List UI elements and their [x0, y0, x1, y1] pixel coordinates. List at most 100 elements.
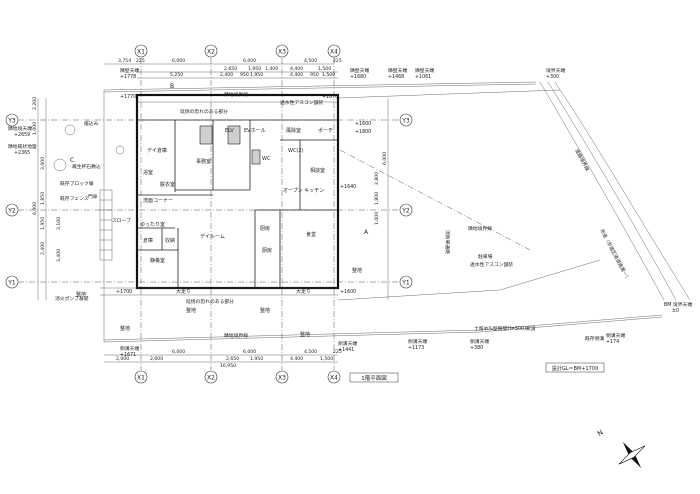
svg-text:2,000: 2,000 [116, 356, 129, 362]
eave-west: 大走り [176, 288, 191, 295]
svg-text:X1: X1 [137, 49, 145, 56]
svg-text:側溝天端: 側溝天端 [408, 338, 427, 345]
svg-text:2,800: 2,800 [374, 172, 380, 185]
grid-bubble-x4-bottom: X4 [327, 370, 341, 384]
svg-text:2,200: 2,200 [32, 97, 38, 110]
note-collapse-top: 延焼の恐れのある部分 [180, 108, 228, 115]
svg-text:3,754: 3,754 [118, 58, 131, 64]
svg-text:4,500: 4,500 [304, 349, 317, 355]
svg-text:+300: +300 [546, 74, 559, 80]
room-kitchen: 厨房 [262, 247, 272, 254]
note-asphalt-right: 透水性アスコン舗装 [470, 261, 513, 268]
note-fire-road: 消防車通路 [444, 230, 451, 254]
svg-text:+1061: +1061 [415, 74, 431, 80]
svg-text:+1700: +1700 [116, 289, 132, 295]
building-outline [53, 93, 340, 296]
grid-bubble-y1-left: Y1 [5, 275, 19, 289]
grid-bubble-x4-top: X4 [327, 44, 341, 58]
room-relax: ゆったり室 [140, 221, 165, 228]
svg-text:2,400: 2,400 [220, 72, 233, 78]
planting-a: 整地 [76, 291, 86, 298]
svg-text:1,500: 1,500 [318, 66, 331, 72]
svg-text:3,100: 3,100 [56, 217, 62, 230]
svg-text:X1: X1 [137, 375, 145, 382]
svg-text:+1640: +1640 [340, 184, 356, 190]
svg-text:+2659: +2659 [14, 132, 30, 138]
svg-text:6,000: 6,000 [382, 152, 388, 165]
room-labels: デイ倉庫 事務室 ELV EVホール 風除室 ポーチ 相談室 WC WC(2) … [70, 83, 369, 338]
section-marker-b: B [170, 83, 174, 90]
svg-text:2,000: 2,000 [150, 356, 163, 362]
note-fence: 既存フェンス [60, 195, 89, 202]
level-annotations: 隣壁天端+1778 隣壁天端+1680 隣壁天端+1468 隣壁天端+1061 … [8, 67, 692, 358]
svg-text:4,500: 4,500 [304, 58, 317, 64]
note-asphalt-top: 透水性アスコン舗装 [280, 99, 323, 106]
svg-text:Y1: Y1 [7, 280, 16, 287]
svg-text:+1441: +1441 [338, 347, 354, 353]
grid-bubble-x2-top: X2 [204, 44, 218, 58]
svg-text:隣壁天端: 隣壁天端 [120, 67, 139, 74]
svg-text:X3: X3 [278, 375, 286, 382]
eave-east: 大走り [296, 288, 311, 295]
svg-text:6,000: 6,000 [172, 349, 185, 355]
svg-text:6,000: 6,000 [172, 58, 185, 64]
svg-text:2,400: 2,400 [40, 242, 46, 255]
svg-text:950: 950 [240, 72, 249, 78]
grid-bubble-y2-right: Y2 [399, 203, 413, 217]
note-retaining: 土留め(L型擁壁H=500)新設 [474, 325, 536, 332]
svg-text:+1680: +1680 [350, 74, 366, 80]
svg-text:2,650: 2,650 [224, 66, 237, 72]
svg-text:Y3: Y3 [7, 118, 16, 125]
room-storage2: 収納 [165, 237, 175, 244]
section-marker-c: C [70, 157, 74, 164]
north-arrow-icon: N [596, 428, 646, 469]
gl-note: 設計GL＝BM+1700 [552, 365, 598, 372]
svg-text:+1600: +1600 [340, 289, 356, 295]
note-parking: 駐車場 [478, 253, 493, 260]
svg-text:側溝天端: 側溝天端 [470, 338, 489, 345]
svg-text:側溝天端: 側溝天端 [338, 340, 357, 347]
svg-text:1,000: 1,000 [374, 212, 380, 225]
room-office: 事務室 [196, 158, 211, 165]
grid-bubble-x1-bottom: X1 [134, 370, 148, 384]
svg-text:3,400: 3,400 [56, 249, 62, 262]
note-collapse-bottom: 延焼の恐れのある部分 [186, 298, 234, 305]
room-wc2: WC(2) [288, 148, 304, 154]
room-day-care: デイ倉庫 [147, 147, 167, 154]
svg-text:1,950: 1,950 [248, 66, 261, 72]
room-bath: 浴室 [143, 169, 153, 176]
svg-text:4,400: 4,400 [290, 66, 303, 72]
room-day-room: デイルーム [200, 233, 225, 240]
svg-text:+2365: +2365 [14, 150, 30, 156]
room-consult: 相談室 [310, 167, 325, 174]
svg-text:4,400: 4,400 [290, 72, 303, 78]
svg-text:+1671: +1671 [120, 352, 136, 358]
svg-text:4,400: 4,400 [290, 356, 303, 362]
planting-c: 整地 [260, 307, 270, 314]
note-ramp: スロープ [112, 218, 131, 224]
svg-text:1,850: 1,850 [40, 192, 46, 205]
planting-d: 整地 [352, 267, 362, 274]
svg-text:1,950: 1,950 [250, 356, 263, 362]
note-wall-block: 既存ブロック塀 [60, 180, 94, 187]
svg-text:X2: X2 [207, 375, 215, 382]
svg-text:X4: X4 [330, 49, 338, 56]
room-dining: 食堂 [306, 231, 316, 238]
svg-text:Y2: Y2 [401, 208, 410, 215]
room-ev-hall: EVホール [244, 128, 266, 134]
grid-bubble-x3-top: X3 [275, 44, 289, 58]
room-wc: WC [262, 156, 271, 162]
svg-text:6,000: 6,000 [243, 58, 256, 64]
svg-text:Y3: Y3 [401, 118, 410, 125]
svg-text:5,250: 5,250 [170, 72, 183, 78]
note-boundary-bottom: 隣地境界線 [224, 332, 248, 339]
svg-text:1,950: 1,950 [40, 217, 46, 230]
svg-text:950: 950 [310, 72, 319, 78]
svg-text:X3: X3 [278, 49, 286, 56]
svg-text:+380: +380 [470, 345, 483, 351]
title-block: 1階平面図 設計GL＝BM+1700 [349, 362, 605, 383]
svg-text:225: 225 [333, 58, 342, 64]
svg-text:+1778: +1778 [120, 74, 136, 80]
site-boundary [103, 81, 691, 343]
